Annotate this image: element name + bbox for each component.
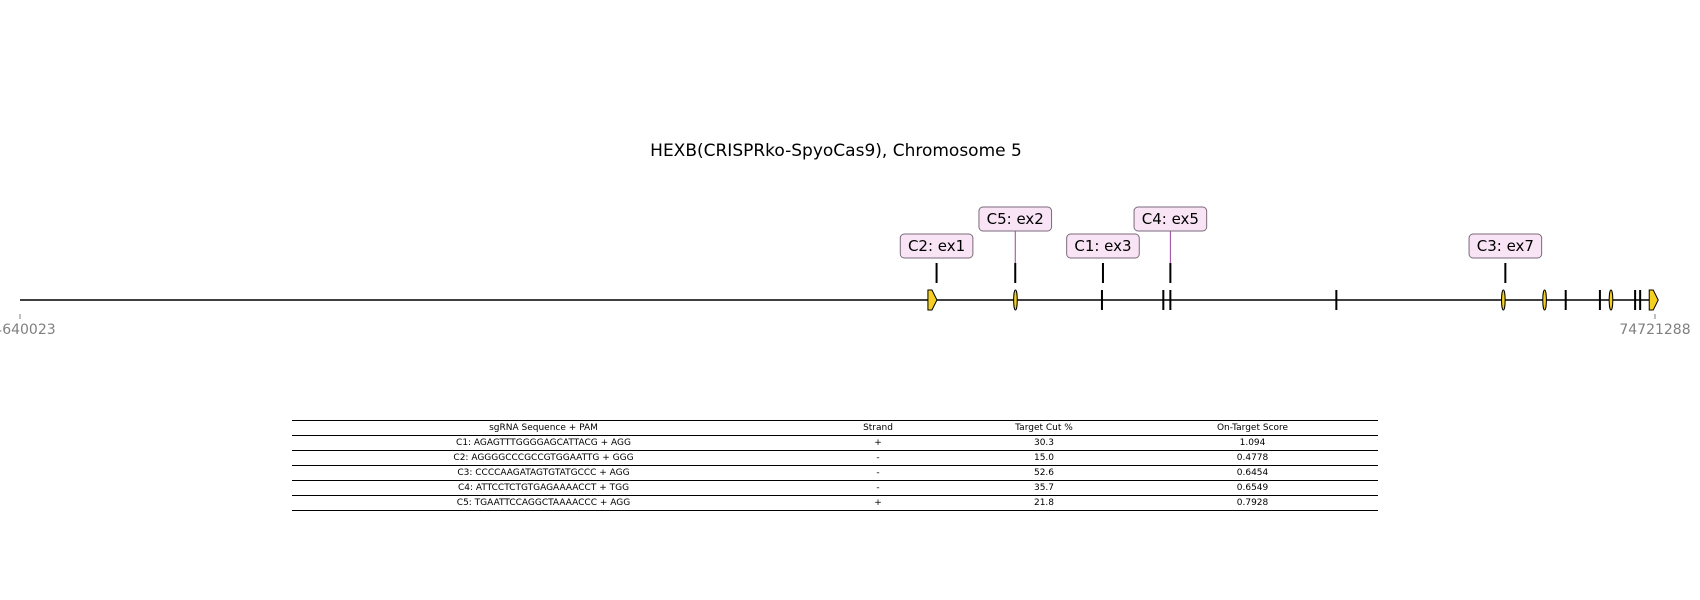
table-row: C1: AGAGTTTGGGGAGCATTACG + AGG + 30.3 1.…	[292, 435, 1378, 451]
guide-label-box	[1066, 233, 1140, 259]
exon-10	[1598, 290, 1601, 310]
end-coordinate: 74721288	[1619, 322, 1690, 338]
target-cut-cell: 15.0	[961, 450, 1127, 466]
genomic-axis: 74640023 74721288	[0, 299, 1691, 338]
sequence-cell: C1: AGAGTTTGGGGAGCATTACG + AGG	[292, 435, 795, 451]
strand-cell: -	[795, 450, 961, 466]
on-target-score-cell: 1.094	[1127, 435, 1378, 451]
guide-label: C2: ex1	[908, 237, 965, 255]
exon-7	[1501, 289, 1506, 311]
exon-5	[1169, 290, 1172, 310]
strand-cell: -	[795, 465, 961, 481]
strand-cell: -	[795, 480, 961, 496]
sequence-cell: C4: ATTCCTCTGTGAGAAAACCT + TGG	[292, 480, 795, 496]
table-row: C5: TGAATTCCAGGCTAAAACCC + AGG + 21.8 0.…	[292, 495, 1378, 511]
table-row: C2: AGGGGCCCGCCGTGGAATTG + GGG - 15.0 0.…	[292, 450, 1378, 466]
on-target-score-cell: 0.6454	[1127, 465, 1378, 481]
exon-9	[1564, 290, 1567, 310]
target-cut-cell: 21.8	[961, 495, 1127, 511]
guide-annotation-1: C2: ex1	[899, 233, 974, 283]
sequence-cell: C2: AGGGGCCCGCCGTGGAATTG + GGG	[292, 450, 795, 466]
guide-annotation-2: C5: ex2	[978, 206, 1053, 283]
guide-label-box	[1133, 206, 1208, 232]
header-sequence: sgRNA Sequence + PAM	[292, 420, 795, 436]
exon-14	[1648, 289, 1659, 311]
exon-12	[1634, 290, 1637, 310]
on-target-score-cell: 0.4778	[1127, 450, 1378, 466]
guide-label: C3: ex7	[1477, 237, 1534, 255]
target-cut-cell: 30.3	[961, 435, 1127, 451]
strand-cell: +	[795, 495, 961, 511]
exon-2	[1013, 289, 1018, 311]
sequence-cell: C3: CCCCAAGATAGTGTATGCCC + AGG	[292, 465, 795, 481]
guide-annotation-4: C4: ex5	[1133, 206, 1208, 283]
exon-6	[1335, 290, 1338, 310]
exon-4	[1162, 290, 1165, 310]
start-coordinate: 74640023	[0, 322, 56, 338]
guide-label-box	[899, 233, 974, 259]
diagram-title: HEXB(CRISPRko-SpyoCas9), Chromosome 5	[650, 141, 1022, 161]
exon-13	[1639, 290, 1642, 310]
table-row: C4: ATTCCTCTGTGAGAAAACCT + TGG - 35.7 0.…	[292, 480, 1378, 496]
guide-label-box	[1468, 233, 1543, 259]
table-row: C3: CCCCAAGATAGTGTATGCCC + AGG - 52.6 0.…	[292, 465, 1378, 481]
on-target-score-cell: 0.6549	[1127, 480, 1378, 496]
strand-cell: +	[795, 435, 961, 451]
exon-11	[1608, 289, 1614, 311]
target-cut-cell: 52.6	[961, 465, 1127, 481]
guide-label: C5: ex2	[987, 210, 1044, 228]
exon-1	[927, 289, 938, 311]
guide-annotation-5: C3: ex7	[1468, 233, 1543, 283]
guide-label-box	[978, 206, 1053, 232]
header-target-cut: Target Cut %	[961, 420, 1127, 436]
on-target-score-cell: 0.7928	[1127, 495, 1378, 511]
guide-label: C4: ex5	[1142, 210, 1199, 228]
guide-label: C1: ex3	[1074, 237, 1131, 255]
header-strand: Strand	[795, 420, 961, 436]
exon-8	[1542, 289, 1547, 311]
header-on-target-score: On-Target Score	[1127, 420, 1378, 436]
sequence-cell: C5: TGAATTCCAGGCTAAAACCC + AGG	[292, 495, 795, 511]
table-header-row: sgRNA Sequence + PAM Strand Target Cut %…	[292, 420, 1378, 436]
guide-table: sgRNA Sequence + PAM Strand Target Cut %…	[292, 420, 1378, 511]
exon-3	[1100, 290, 1103, 310]
target-cut-cell: 35.7	[961, 480, 1127, 496]
exon-track	[927, 289, 1659, 311]
guide-annotation-3: C1: ex3	[1066, 233, 1140, 283]
